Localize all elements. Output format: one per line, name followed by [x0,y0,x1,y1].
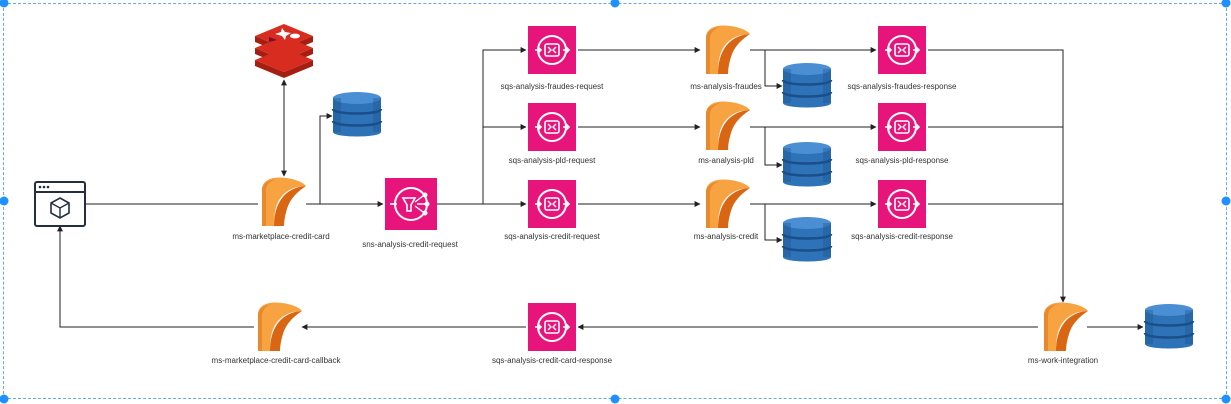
label-sqs-analysis-credit-request: sqs-analysis-credit-request [504,232,600,241]
dynamodb-icon-pld [781,140,833,188]
connectors [57,47,1144,330]
edge-marketplace-to-dynamodb [306,113,333,205]
resize-handle-bottom-left[interactable] [0,394,9,404]
label-sqs-analysis-pld-request: sqs-analysis-pld-request [508,156,596,165]
resize-handle-top-right[interactable] [1221,0,1231,8]
label-sqs-analysis-fraudes-response: sqs-analysis-fraudes-response [847,82,957,91]
dynamodb-icon-marketplace [331,90,383,138]
dynamodb-icon-credit [781,215,833,263]
sqs-icon-pld-response [877,102,927,152]
label-ms-marketplace-credit-card-callback: ms-marketplace-credit-card-callback [211,356,341,365]
label-sqs-analysis-credit-response: sqs-analysis-credit-response [851,232,953,241]
resize-handle-top-left[interactable] [0,0,9,8]
label-ms-analysis-pld: ms-analysis-pld [698,156,754,165]
edge-callback-to-browser [57,225,254,328]
sqs-icon-credit-card-response [527,302,577,352]
lambda-icon-credit [706,179,750,228]
browser-app-icon [34,181,86,227]
label-sns-analysis-credit-request: sns-analysis-credit-request [362,240,458,249]
lambda-icon-pld [706,101,750,150]
edge-fraudes-response-to-work [928,49,1066,303]
label-ms-analysis-fraudes: ms-analysis-fraudes [690,82,762,91]
sqs-icon-pld-request [527,102,577,152]
redis-icon [255,24,313,78]
resize-handle-bottom-right[interactable] [1221,394,1231,404]
sqs-icon-credit-response [877,179,927,229]
edge-pld-to-dynamodb [750,126,783,168]
sqs-icon-credit-request [527,179,577,229]
label-sqs-analysis-credit-card-response: sqs-analysis-credit-card-response [491,356,613,365]
sqs-icon-fraudes-response [877,25,927,75]
resize-handle-middle-right[interactable] [1221,196,1231,206]
lambda-icon-marketplace [262,177,306,226]
sqs-icon-fraudes-request [527,25,577,75]
edge-fraudes-to-dynamodb [750,49,783,89]
resize-handle-middle-left[interactable] [0,196,9,206]
label-sqs-analysis-fraudes-request: sqs-analysis-fraudes-request [500,82,604,91]
resize-handle-top-center[interactable] [610,0,620,8]
label-sqs-analysis-pld-response: sqs-analysis-pld-response [855,156,949,165]
lambda-icon-work-integration [1044,302,1088,351]
lambda-icon-callback [258,302,302,351]
label-ms-analysis-credit: ms-analysis-credit [693,232,759,241]
lambda-icon-fraudes [706,25,750,74]
sns-icon [384,177,438,231]
dynamodb-icon-work-integration [1143,302,1195,350]
dynamodb-icon-fraudes [781,61,833,109]
label-ms-work-integration: ms-work-integration [1027,356,1099,365]
resize-handle-bottom-center[interactable] [610,394,620,404]
label-ms-marketplace-credit-card: ms-marketplace-credit-card [232,232,330,241]
